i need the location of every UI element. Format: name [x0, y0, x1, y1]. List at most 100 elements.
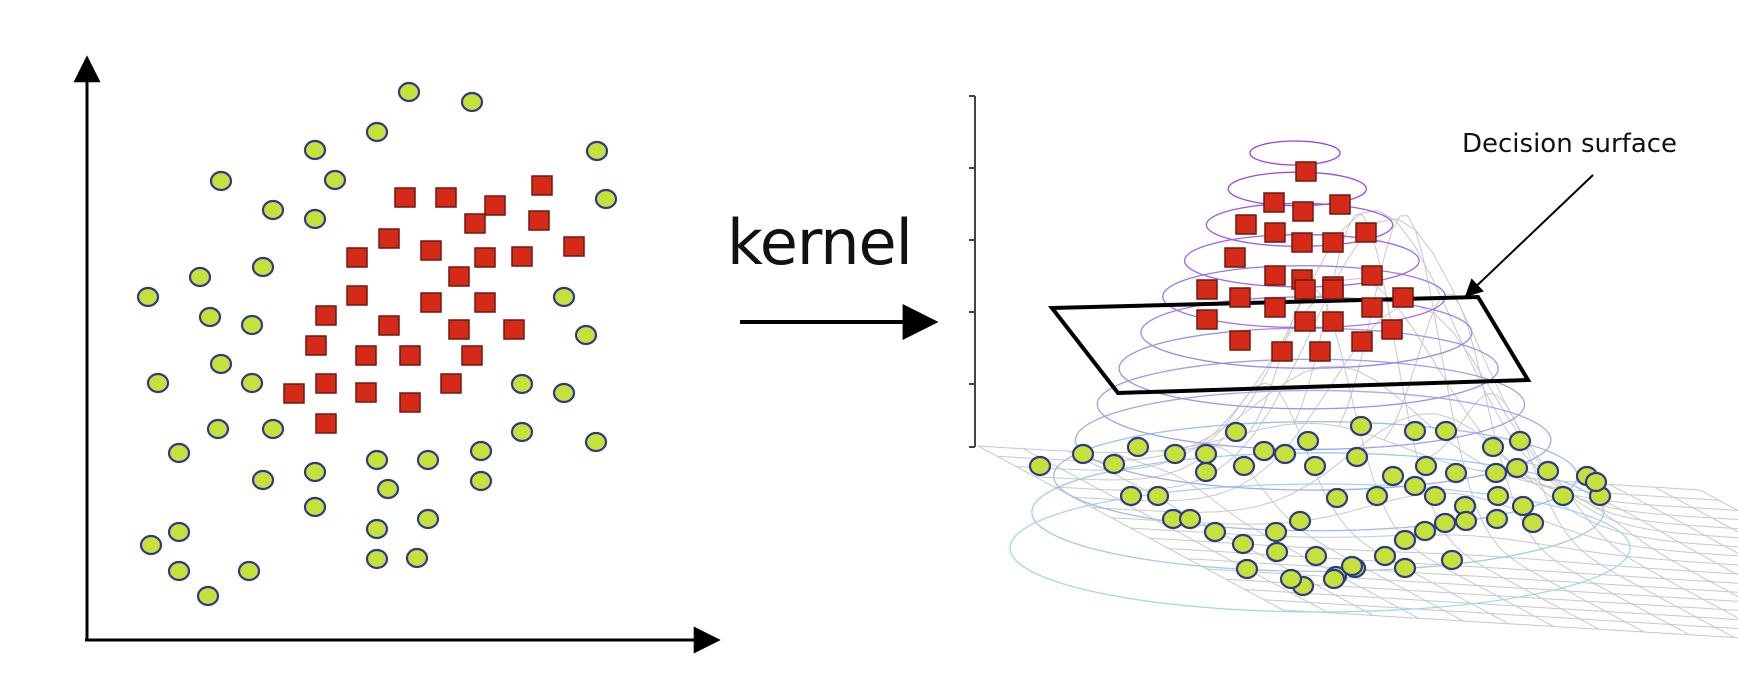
class-b-point — [1235, 214, 1257, 235]
class-a-point — [237, 560, 261, 582]
class-a-point — [469, 470, 493, 492]
class-a-point — [552, 382, 576, 404]
class-a-point — [1485, 508, 1509, 530]
mesh-line — [1244, 589, 1738, 621]
class-a-point — [1102, 453, 1126, 475]
class-a-point — [1440, 549, 1464, 571]
class-b-point — [1361, 265, 1383, 286]
class-b-point — [563, 236, 585, 257]
class-a-point — [1505, 457, 1529, 479]
class-a-point — [146, 372, 170, 394]
class-a-point — [1434, 420, 1458, 442]
class-a-point — [469, 440, 493, 462]
feature-space-points — [1028, 161, 1612, 597]
class-a-point — [139, 534, 163, 556]
class-b-point — [1291, 232, 1313, 253]
class-a-point — [1194, 443, 1218, 465]
class-b-point — [448, 319, 470, 340]
class-a-point — [594, 188, 618, 210]
class-b-point — [315, 373, 337, 394]
class-a-point — [303, 496, 327, 518]
input-space-points — [136, 81, 618, 607]
class-b-point — [1263, 192, 1285, 213]
class-b-point — [435, 187, 457, 208]
class-a-point — [167, 521, 191, 543]
class-b-point — [503, 319, 525, 340]
contour-ring — [1249, 140, 1341, 166]
class-b-point — [1381, 319, 1403, 340]
class-a-point — [1423, 485, 1447, 507]
feature-space-plot — [969, 95, 1738, 639]
class-a-point — [510, 373, 534, 395]
class-a-point — [188, 266, 212, 288]
class-a-point — [1265, 541, 1289, 563]
class-b-point — [1264, 222, 1286, 243]
class-a-point — [365, 449, 389, 471]
class-a-point — [1481, 436, 1505, 458]
class-a-point — [206, 418, 230, 440]
class-a-point — [1486, 485, 1510, 507]
class-b-point — [399, 345, 421, 366]
class-a-point — [1340, 555, 1364, 577]
class-a-point — [167, 560, 191, 582]
mesh-line — [1564, 480, 1738, 576]
class-a-point — [1235, 558, 1259, 580]
class-a-point — [1303, 455, 1327, 477]
class-a-point — [136, 286, 160, 308]
mesh-line — [1609, 483, 1738, 554]
class-a-point — [1365, 485, 1389, 507]
mesh-line — [1187, 558, 1738, 593]
class-b-point — [528, 210, 550, 231]
class-b-point — [1196, 279, 1218, 300]
class-b-point — [355, 382, 377, 403]
class-a-point — [1028, 455, 1052, 477]
class-b-point — [1322, 279, 1344, 300]
class-b-point — [511, 246, 533, 267]
class-a-point — [1454, 510, 1478, 532]
input-space-plot — [73, 55, 721, 654]
class-b-point — [378, 315, 400, 336]
class-b-point — [1351, 331, 1373, 352]
class-b-point — [531, 175, 553, 196]
class-b-point — [315, 413, 337, 434]
class-b-point — [315, 305, 337, 326]
class-a-point — [303, 208, 327, 230]
contour-ring — [1074, 389, 1552, 491]
class-a-point — [303, 461, 327, 483]
class-a-point — [1414, 455, 1438, 477]
class-b-point — [1271, 341, 1293, 362]
class-b-point — [1361, 297, 1383, 318]
mesh-line — [1225, 578, 1738, 611]
class-a-point — [1349, 415, 1373, 437]
mesh-line — [1429, 392, 1735, 638]
class-a-point — [261, 418, 285, 440]
class-a-point — [1322, 568, 1346, 590]
class-a-point — [167, 442, 191, 464]
class-b-point — [1264, 297, 1286, 318]
class-b-point — [1294, 279, 1316, 300]
mesh-line — [1519, 476, 1738, 598]
class-a-point — [1163, 443, 1187, 465]
class-a-point — [365, 548, 389, 570]
class-a-point — [1508, 430, 1532, 452]
class-b-point — [355, 345, 377, 366]
class-b-point — [1264, 265, 1286, 286]
class-a-point — [1444, 462, 1468, 484]
class-a-point — [198, 306, 222, 328]
class-a-point — [1194, 461, 1218, 483]
class-a-point — [376, 478, 400, 500]
class-a-point — [1403, 475, 1427, 497]
class-a-point — [1484, 462, 1508, 484]
class-b-point — [420, 292, 442, 313]
class-a-point — [1264, 521, 1288, 543]
class-a-point — [1304, 545, 1328, 567]
class-a-point — [416, 449, 440, 471]
class-b-point — [1229, 287, 1251, 308]
class-a-point — [1231, 533, 1255, 555]
class-b-point — [474, 292, 496, 313]
class-a-point — [240, 314, 264, 336]
class-a-point — [397, 81, 421, 103]
z-axis-ticks — [969, 95, 975, 448]
mesh-line — [1282, 609, 1738, 639]
